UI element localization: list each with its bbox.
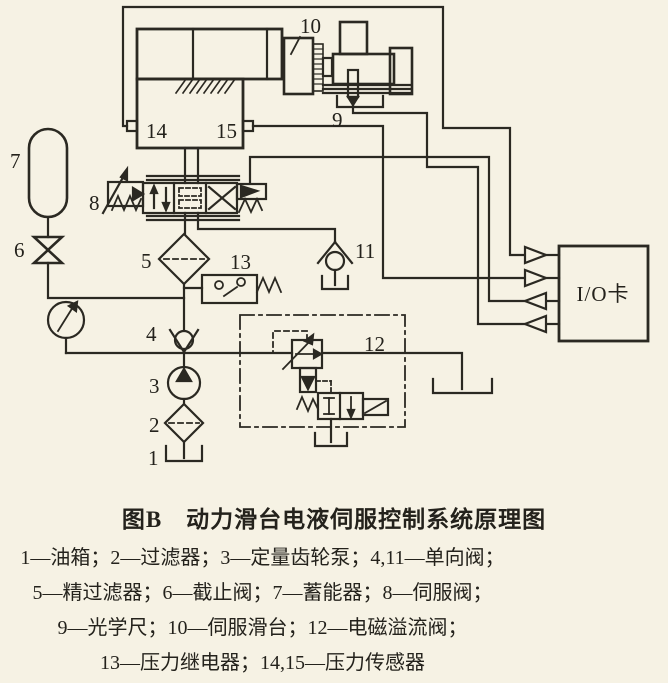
label-2: 2: [149, 413, 160, 437]
accumulator: [27, 127, 69, 219]
label-14: 14: [146, 119, 168, 143]
io-output-arrow-2: [521, 314, 548, 334]
pressure-sensor-14-port: [125, 119, 139, 133]
pressure-sensor-15-port: [241, 119, 255, 133]
oil-tank: [164, 444, 204, 463]
io-card: [557, 244, 650, 343]
figure-title: 图B 动力滑台电液伺服控制系统原理图: [121, 507, 547, 532]
servo-valve-right-solenoid: [235, 182, 268, 215]
legend-line-2: 5—精过滤器；6—截止阀；7—蓄能器；8—伺服阀；: [32, 582, 493, 604]
io-input-arrow-1: [523, 245, 550, 265]
check-valve-11: [316, 240, 354, 291]
label-15: 15: [216, 119, 237, 143]
label-13: 13: [230, 250, 251, 274]
wire-io-to-optical-scale: [351, 103, 561, 326]
servo-valve: [101, 165, 268, 222]
hydraulic-schematic: 7 6 8 5 4 3 2 1 14 15 10 9 11 12 13 I/O卡: [10, 5, 650, 470]
label-6: 6: [14, 238, 25, 262]
label-12: 12: [364, 332, 385, 356]
io-arrows: [521, 245, 550, 334]
label-10: 10: [300, 14, 321, 38]
figure-legend: 1—油箱；2—过滤器；3—定量齿轮泵；4,11—单向阀； 5—精过滤器；6—截止…: [0, 541, 525, 681]
pilot-solenoid-valve: [295, 391, 390, 448]
relief-valve: [272, 330, 332, 394]
label-5: 5: [141, 249, 152, 273]
io-card-label: I/O卡: [577, 282, 630, 306]
label-4: 4: [146, 322, 157, 346]
optical-scale-sensor: [346, 68, 360, 108]
label-9: 9: [332, 108, 343, 132]
label-1: 1: [148, 446, 159, 470]
io-output-arrow-1: [521, 291, 548, 311]
relief-valve-group-boundary: [239, 314, 406, 428]
label-11: 11: [355, 239, 375, 263]
label-3: 3: [149, 374, 160, 398]
legend-line-4: 13—压力继电器；14,15—压力传感器: [100, 652, 425, 674]
slide-cylinder: [125, 27, 284, 150]
label-8: 8: [89, 191, 100, 215]
legend-line-1: 1—油箱；2—过滤器；3—定量齿轮泵；4,11—单向阀；: [20, 547, 505, 569]
pressure-relay: [200, 273, 283, 305]
pressure-gauge: [46, 300, 86, 340]
suction-filter: [163, 402, 205, 444]
io-input-arrow-2: [523, 268, 550, 288]
hatching: [174, 77, 237, 95]
fine-filter: [157, 232, 211, 286]
shutoff-valve: [30, 235, 66, 265]
drain-tank: [431, 377, 494, 395]
servo-slide-assembly: [282, 20, 414, 109]
label-7: 7: [10, 149, 21, 173]
servo-valve-left-solenoid: [101, 165, 146, 215]
label-10-leader: [289, 35, 302, 56]
check-valve-4: [168, 328, 200, 354]
legend-line-3: 9—光学尺；10—伺服滑台；12—电磁溢流阀；: [57, 617, 468, 639]
wire-io-to-servo-valve: [248, 155, 561, 303]
gear-pump: [166, 365, 202, 401]
